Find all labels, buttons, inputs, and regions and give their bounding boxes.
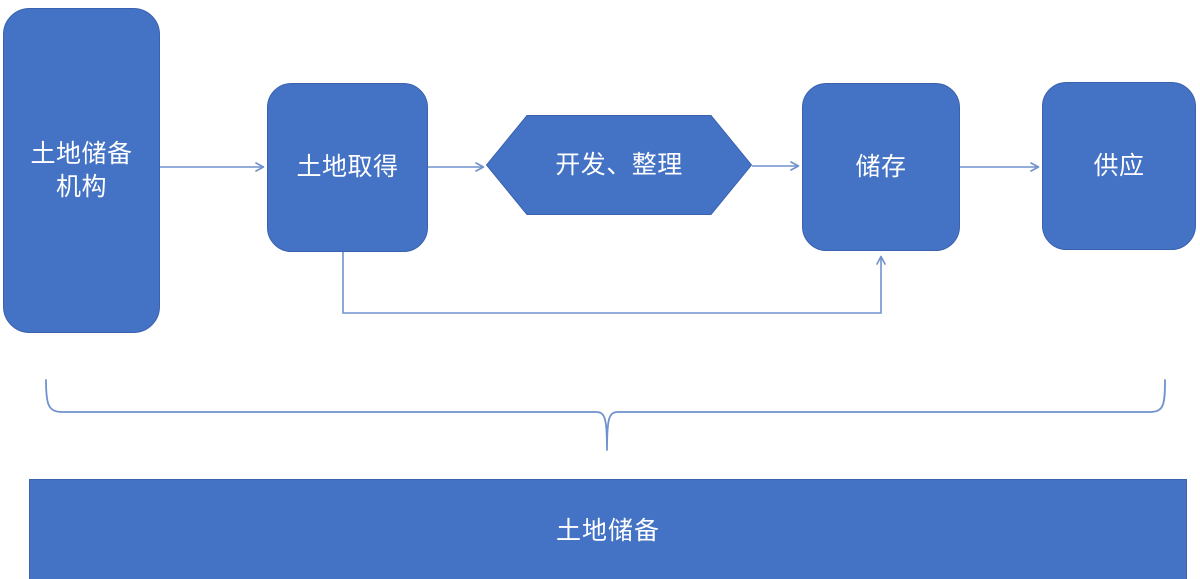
grouping-brace [45, 379, 1166, 451]
node-shape-banner[interactable] [29, 479, 1187, 579]
node-shape-development[interactable] [485, 115, 753, 215]
connector-acquisition-bypass-to-storage [342, 252, 886, 314]
node-shape-supply[interactable] [1042, 82, 1196, 250]
node-shape-acquisition[interactable] [267, 83, 428, 252]
node-shape-storage[interactable] [802, 83, 960, 251]
node-shape-agency[interactable] [3, 8, 160, 333]
